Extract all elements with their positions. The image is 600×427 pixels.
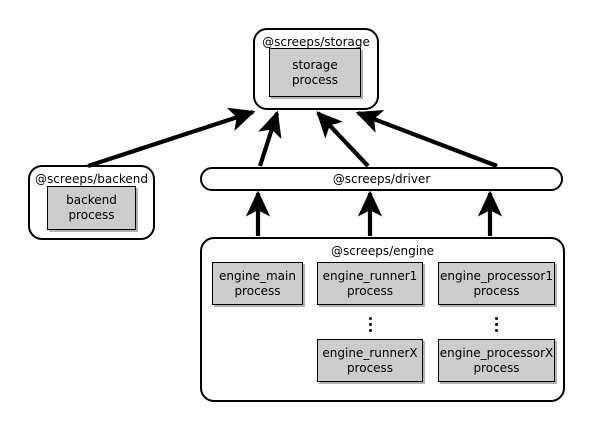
arrow-driver-left-to-storage bbox=[258, 110, 282, 167]
dot-icon bbox=[368, 323, 372, 326]
process-engine-processor1-name: engine_processor1 bbox=[440, 268, 553, 283]
module-backend-title: @screeps/backend bbox=[35, 172, 148, 186]
dot-icon bbox=[494, 329, 498, 332]
process-storage-name: storage bbox=[292, 57, 338, 72]
module-engine-title: @screeps/engine bbox=[330, 244, 435, 258]
process-engine-processor1-kind: process bbox=[473, 283, 520, 298]
arrow-driver-mid-to-storage bbox=[316, 111, 370, 168]
process-backend[interactable]: backend process bbox=[47, 186, 136, 230]
dot-icon bbox=[494, 317, 498, 320]
process-backend-kind: process bbox=[68, 208, 115, 222]
vertical-ellipsis-runner bbox=[363, 314, 377, 335]
dot-icon bbox=[494, 323, 498, 326]
module-storage-title: @screeps/storage bbox=[262, 35, 370, 49]
process-engine-main[interactable]: engine_main process bbox=[212, 262, 303, 305]
process-engine-runnerX[interactable]: engine_runnerX process bbox=[317, 339, 423, 382]
process-engine-main-kind: process bbox=[234, 283, 281, 298]
process-engine-processorX-kind: process bbox=[473, 360, 520, 375]
arrow-backend-to-storage bbox=[87, 107, 256, 168]
process-storage-kind: process bbox=[291, 72, 339, 87]
module-driver-title: @screeps/driver bbox=[332, 172, 431, 186]
process-engine-processor1[interactable]: engine_processor1 process bbox=[438, 262, 555, 305]
process-engine-processorX[interactable]: engine_processorX process bbox=[438, 339, 555, 382]
process-engine-runnerX-kind: process bbox=[346, 360, 394, 375]
process-engine-runner1[interactable]: engine_runner1 process bbox=[317, 262, 423, 305]
process-engine-runner1-name: engine_runner1 bbox=[322, 268, 418, 283]
process-engine-runnerX-name: engine_runnerX bbox=[322, 345, 418, 360]
dot-icon bbox=[368, 329, 372, 332]
process-backend-name: backend bbox=[66, 193, 117, 207]
process-engine-processorX-name: engine_processorX bbox=[439, 345, 554, 360]
vertical-ellipsis-processor bbox=[489, 314, 503, 335]
module-screeps-driver[interactable]: @screeps/driver bbox=[200, 167, 563, 191]
process-engine-runner1-kind: process bbox=[346, 283, 394, 298]
dot-icon bbox=[368, 317, 372, 320]
process-storage[interactable]: storage process bbox=[269, 48, 361, 97]
process-engine-main-name: engine_main bbox=[219, 268, 296, 283]
arrow-driver-right-to-storage bbox=[355, 109, 498, 168]
